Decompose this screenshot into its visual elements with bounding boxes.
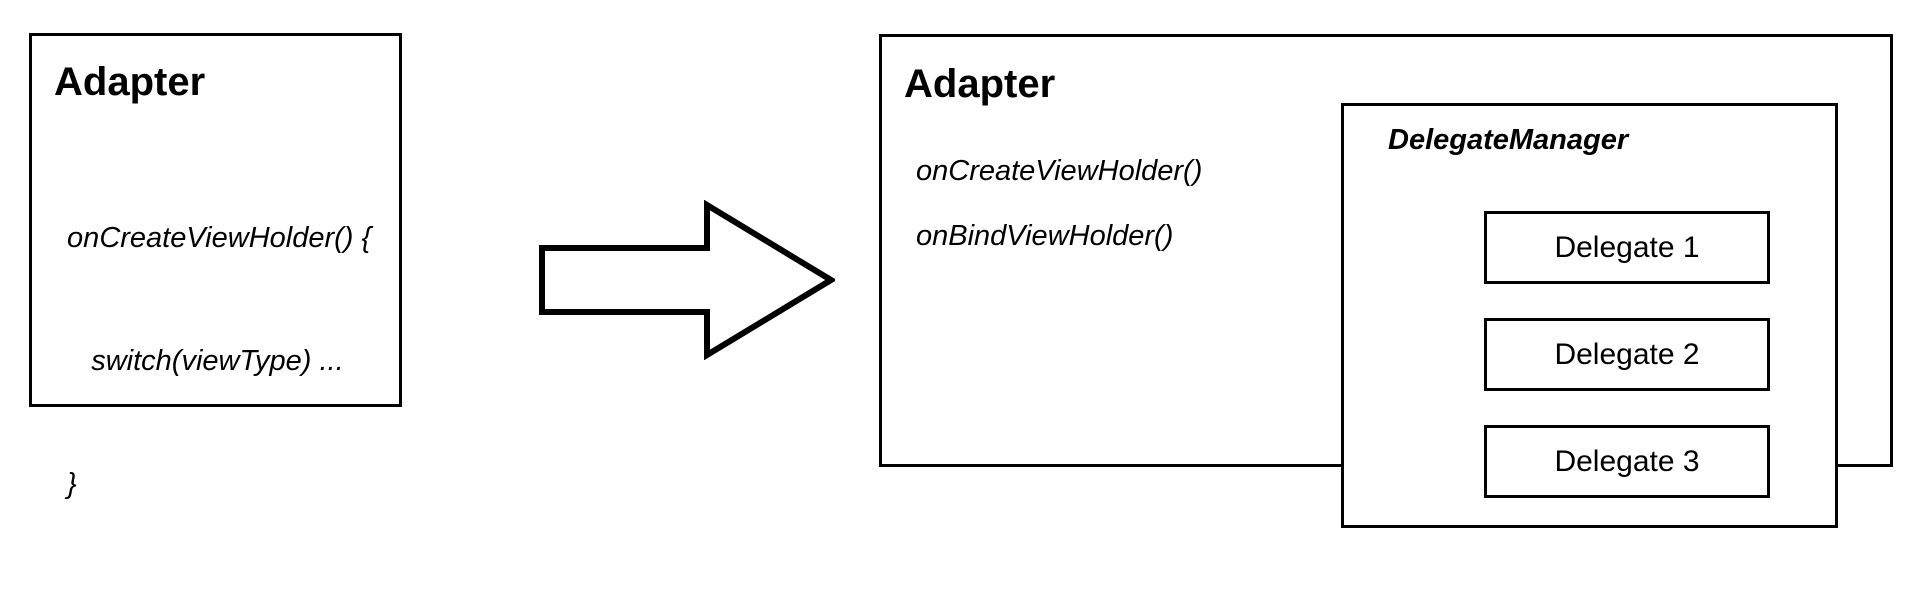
delegate-box[interactable]: Delegate 1: [1484, 211, 1770, 284]
block-arrow-right-icon: [539, 200, 835, 360]
delegate-label: Delegate 2: [1554, 337, 1700, 371]
left-adapter-panel: Adapter onCreateViewHolder() { switch(vi…: [29, 33, 402, 500]
code-line: onCreateViewHolder() {: [59, 222, 372, 254]
code-line-spacer: [59, 587, 371, 603]
left-adapter-title: Adapter: [54, 60, 206, 104]
right-adapter-title: Adapter: [904, 62, 1056, 106]
code-line: }: [59, 468, 77, 500]
delegate-manager-title: DelegateManager: [1388, 124, 1629, 156]
delegate-label: Delegate 3: [1554, 444, 1700, 478]
method-label-on-bind-view-holder: onBindViewHolder(): [916, 220, 1174, 252]
delegate-manager-panel: DelegateManager Delegate 1 Delegate 2 De…: [1341, 103, 1838, 528]
delegate-box[interactable]: Delegate 2: [1484, 318, 1770, 391]
left-adapter-code-block: onCreateViewHolder() { switch(viewType) …: [59, 136, 371, 603]
delegate-box[interactable]: Delegate 3: [1484, 425, 1770, 498]
method-label-on-create-view-holder: onCreateViewHolder(): [916, 155, 1203, 187]
delegate-label: Delegate 1: [1554, 230, 1700, 264]
code-line: switch(viewType) ...: [59, 345, 344, 377]
